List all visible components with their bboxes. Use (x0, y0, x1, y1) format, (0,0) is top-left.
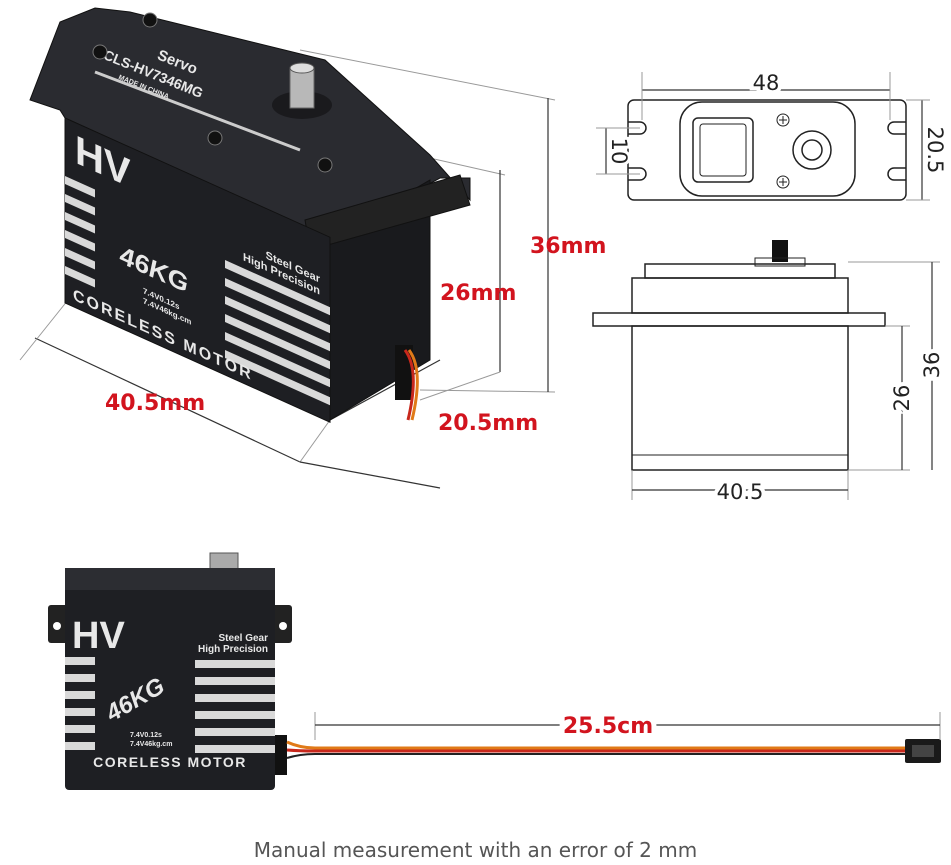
top-hole-spacing-label: 10 (607, 138, 631, 165)
side-body-height-label: 26 (890, 385, 914, 412)
side-height-label: 36 (920, 352, 944, 379)
front-high-precision-label: High Precision (198, 644, 268, 655)
top-view-drawing: 48 10 20.5 (596, 67, 950, 201)
top-length-label: 48 (753, 71, 780, 95)
servo-cable (286, 739, 941, 763)
side-view-drawing: 26 36 40.5 (592, 240, 948, 508)
side-length-label: 40.5 (717, 480, 764, 504)
front-steel-gear-label: Steel Gear (219, 633, 269, 644)
iso-width-label: 20.5mm (438, 411, 538, 436)
measurement-caption: Manual measurement with an error of 2 mm (253, 838, 698, 862)
front-hv-logo: HV (72, 615, 125, 657)
servo-front-face: HV Steel Gear High Precision 46KG 7.4V0.… (64, 117, 331, 423)
iso-body-height-label: 26mm (440, 281, 516, 306)
output-spline-icon (272, 62, 332, 119)
isometric-dimension-lines (19, 49, 556, 489)
cable-length-label: 25.5cm (563, 714, 653, 739)
servo-top-face (29, 7, 471, 239)
isometric-servo: Servo CLS-HV7346MG MADE IN CHINA HV (19, 7, 606, 489)
iso-height-label: 36mm (530, 234, 606, 259)
top-width-label: 20.5 (923, 127, 947, 174)
front-spec-torque-label: 7.4V46kg.cm (130, 741, 172, 748)
iso-length-label: 40.5mm (105, 391, 205, 416)
front-servo-with-cable: HV Steel Gear High Precision 46KG 7.4V0.… (48, 552, 941, 790)
front-coreless-motor-label: CORELESS MOTOR (93, 754, 247, 770)
front-spec-speed-label: 7.4V0.12s (130, 732, 162, 739)
